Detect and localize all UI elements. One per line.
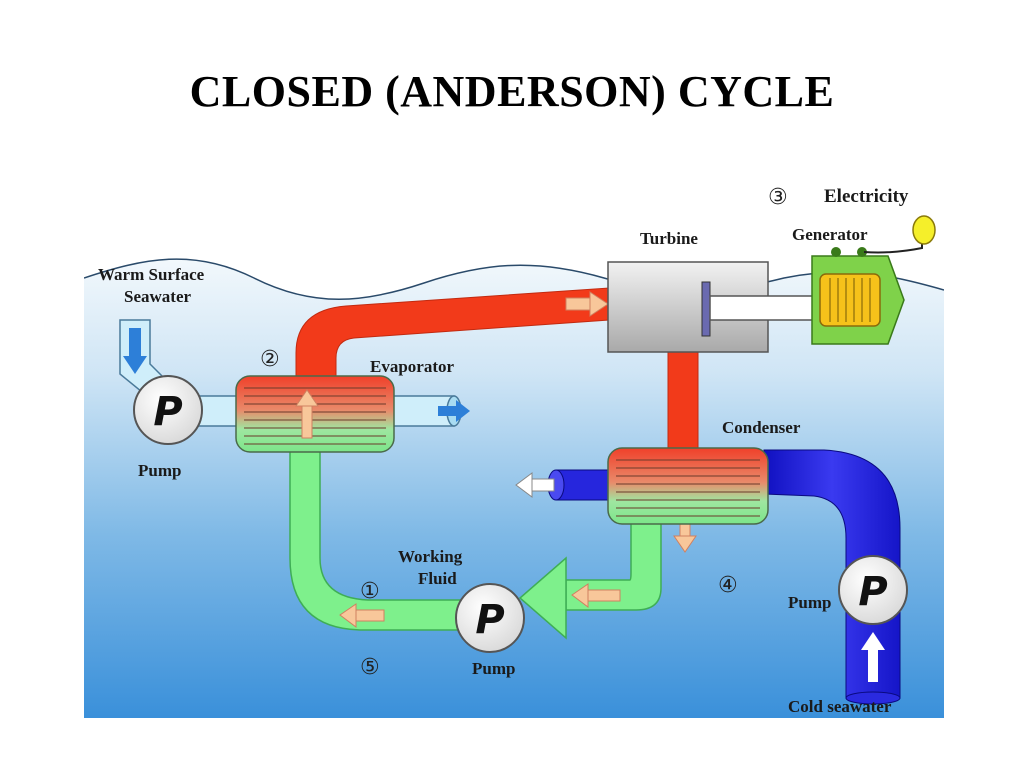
label-turbine: Turbine [640,229,698,248]
otec-cycle-diagram: P P P Warm Surface Seawater Evaporator T… [84,185,944,718]
label-pump-left: Pump [138,461,181,480]
vapor-flow-arrow-icon [565,291,609,317]
evaporator [235,375,395,453]
step-1: ① [360,579,380,604]
label-evaporator: Evaporator [370,357,455,376]
cold-pipe-bottom [845,691,901,705]
condenser [607,447,769,525]
step-2: ② [260,347,280,372]
cold-seawater-up-arrow-icon [861,632,885,682]
svg-text:P: P [153,389,182,435]
step-3: ③ [768,185,788,210]
label-warm-surface: Warm Surface [98,265,205,284]
liquid-flow-arrow-right-icon [571,583,621,608]
label-generator: Generator [792,225,868,244]
outlet-arrow-icon [438,400,470,422]
cold-outlet-arrow-icon [515,472,555,498]
vapor-pipe-turbine-to-condenser [667,349,699,451]
cold-water-outlet-pipe [555,469,617,501]
label-seawater: Seawater [124,287,191,306]
label-pump-right: Pump [788,593,831,612]
label-fluid: Fluid [418,569,457,588]
sea-surface-line [84,258,944,300]
liquid-flow-arrow-left-icon [339,603,385,628]
label-condenser: Condenser [722,418,801,437]
turbine [607,261,823,353]
svg-text:P: P [858,569,887,615]
working-fluid-liquid-pipe [289,449,465,631]
label-electricity: Electricity [824,186,909,207]
down-arrow-icon [123,328,147,374]
light-bulb-icon [912,215,936,245]
label-pump-middle: Pump [472,659,515,678]
step-5: ⑤ [360,655,380,680]
step-4: ④ [718,573,738,598]
working-fluid-big-arrow [518,556,567,640]
electric-wire [863,236,923,254]
cold-seawater-pipe [763,449,901,699]
page-title: CLOSED (ANDERSON) CYCLE [189,67,835,116]
working-fluid-pump: P [455,583,525,653]
generator [811,247,905,345]
warm-water-pump: P [133,375,203,445]
label-cold-seawater: Cold seawater [788,697,892,716]
label-working: Working [398,547,463,566]
svg-text:P: P [475,597,504,643]
cold-water-pump: P [838,555,908,625]
evaporator-up-arrow-icon [295,389,319,439]
